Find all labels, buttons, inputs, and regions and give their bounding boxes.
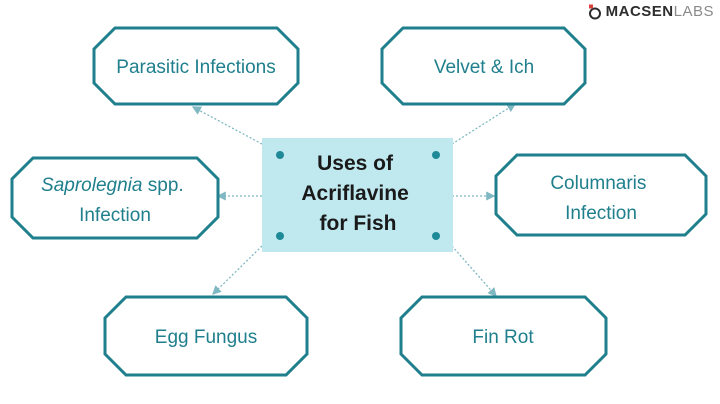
node-shape-parasitic xyxy=(92,26,300,106)
saprolegnia-genus-text: Saprolegnia xyxy=(41,175,142,196)
connector-egg-fungus xyxy=(212,245,263,295)
node-label-velvet: Velvet & Ich xyxy=(434,57,534,78)
node-fin-rot: Fin Rot xyxy=(399,295,608,377)
node-parasitic-infections: Parasitic Infections xyxy=(92,26,300,106)
connector-parasitic xyxy=(191,106,263,145)
center-dot-top-right xyxy=(432,151,440,159)
node-velvet-ich: Velvet & Ich xyxy=(380,26,587,106)
node-label-columnaris: Columnaris Infection xyxy=(550,173,651,224)
logo-text-labs: LABS xyxy=(673,3,714,20)
node-label-egg-fungus: Egg Fungus xyxy=(155,327,257,348)
node-egg-fungus: Egg Fungus xyxy=(103,295,309,377)
node-label-parasitic: Parasitic Infections xyxy=(116,57,275,78)
node-shape-saprolegnia xyxy=(10,156,220,240)
center-box xyxy=(262,138,453,252)
node-shape-velvet xyxy=(380,26,587,106)
center-title: Uses of Acriflavine for Fish xyxy=(301,152,414,235)
center-dot-bottom-right xyxy=(432,232,440,240)
node-columnaris-infection: Columnaris Infection xyxy=(494,153,708,237)
center-dot-top-left xyxy=(276,151,284,159)
node-shape-columnaris xyxy=(494,153,708,237)
center-node: Uses of Acriflavine for Fish xyxy=(262,138,453,252)
connector-fin-rot xyxy=(451,245,497,297)
saprolegnia-spp-text: spp. xyxy=(142,175,183,196)
flask-icon xyxy=(588,4,601,19)
saprolegnia-line-2: Infection xyxy=(79,205,151,226)
columnaris-line-2: Infection xyxy=(565,203,637,224)
node-saprolegnia-infection: Saprolegnia spp. Infection xyxy=(10,156,220,240)
connectors xyxy=(191,103,517,297)
connector-velvet xyxy=(451,103,517,145)
node-shape-egg-fungus xyxy=(103,295,309,377)
logo-text-macsen: MACSEN xyxy=(605,3,674,20)
center-dot-bottom-left xyxy=(276,232,284,240)
node-label-saprolegnia: Saprolegnia spp. Infection xyxy=(41,175,189,226)
node-shape-fin-rot xyxy=(399,295,608,377)
columnaris-line-1: Columnaris xyxy=(550,173,646,194)
center-title-line-1: Uses of xyxy=(317,152,394,175)
node-label-fin-rot: Fin Rot xyxy=(472,327,534,348)
center-title-line-3: for Fish xyxy=(320,212,397,235)
center-title-line-2: Acriflavine xyxy=(301,182,408,205)
